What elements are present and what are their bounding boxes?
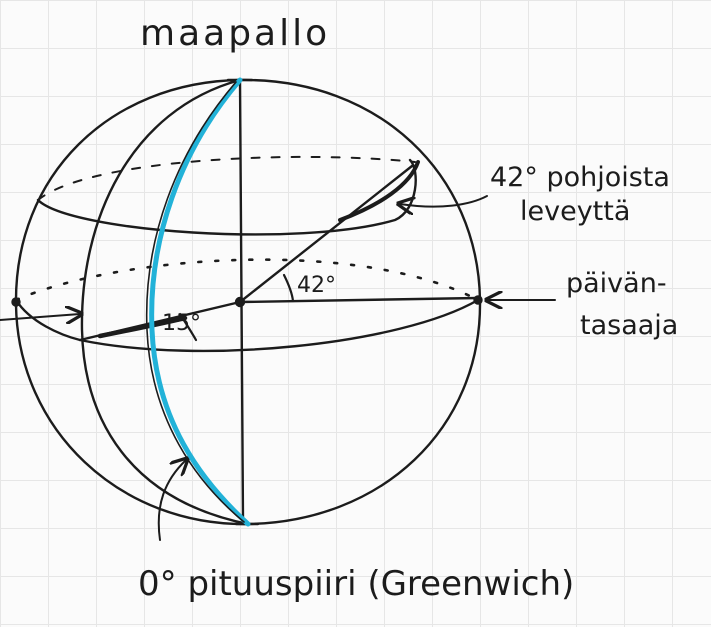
- latitude-angle-arc: [282, 273, 295, 303]
- equator-left-point: [11, 297, 21, 307]
- prime-meridian-outline: [145, 81, 245, 523]
- latitude-42-highlight: [338, 160, 420, 222]
- equator-radius: [238, 296, 480, 304]
- longitude-angle-label: 15°: [162, 311, 201, 336]
- latitude-label-line2: leveyttä: [520, 196, 630, 227]
- longitude-angle-highlight: [97, 315, 188, 339]
- equator-back: [14, 258, 480, 302]
- diagram-title: maapallo: [140, 13, 330, 54]
- equator-label-line2: tasaaja: [580, 310, 678, 341]
- meridian-caption: 0° pituuspiiri (Greenwich): [138, 564, 574, 604]
- latitude-42-back: [37, 155, 416, 201]
- equator-label-line1: päivän-: [566, 268, 667, 299]
- prime-meridian: [149, 77, 251, 527]
- earth-center: [234, 296, 246, 308]
- latitude-angle-label: 42°: [297, 273, 336, 298]
- longitude-angle-arc: [178, 312, 198, 342]
- equator-point: [473, 295, 483, 305]
- latitude-42-front: [36, 158, 417, 236]
- left-arrow: [0, 314, 80, 320]
- meridian-arrow: [157, 460, 186, 541]
- meridian-15: [80, 78, 250, 526]
- latitude-arrow: [400, 195, 488, 207]
- latitude-label-line1: 42° pohjoista: [490, 162, 670, 193]
- latitude-radius: [238, 164, 414, 304]
- equator-front: [14, 298, 480, 353]
